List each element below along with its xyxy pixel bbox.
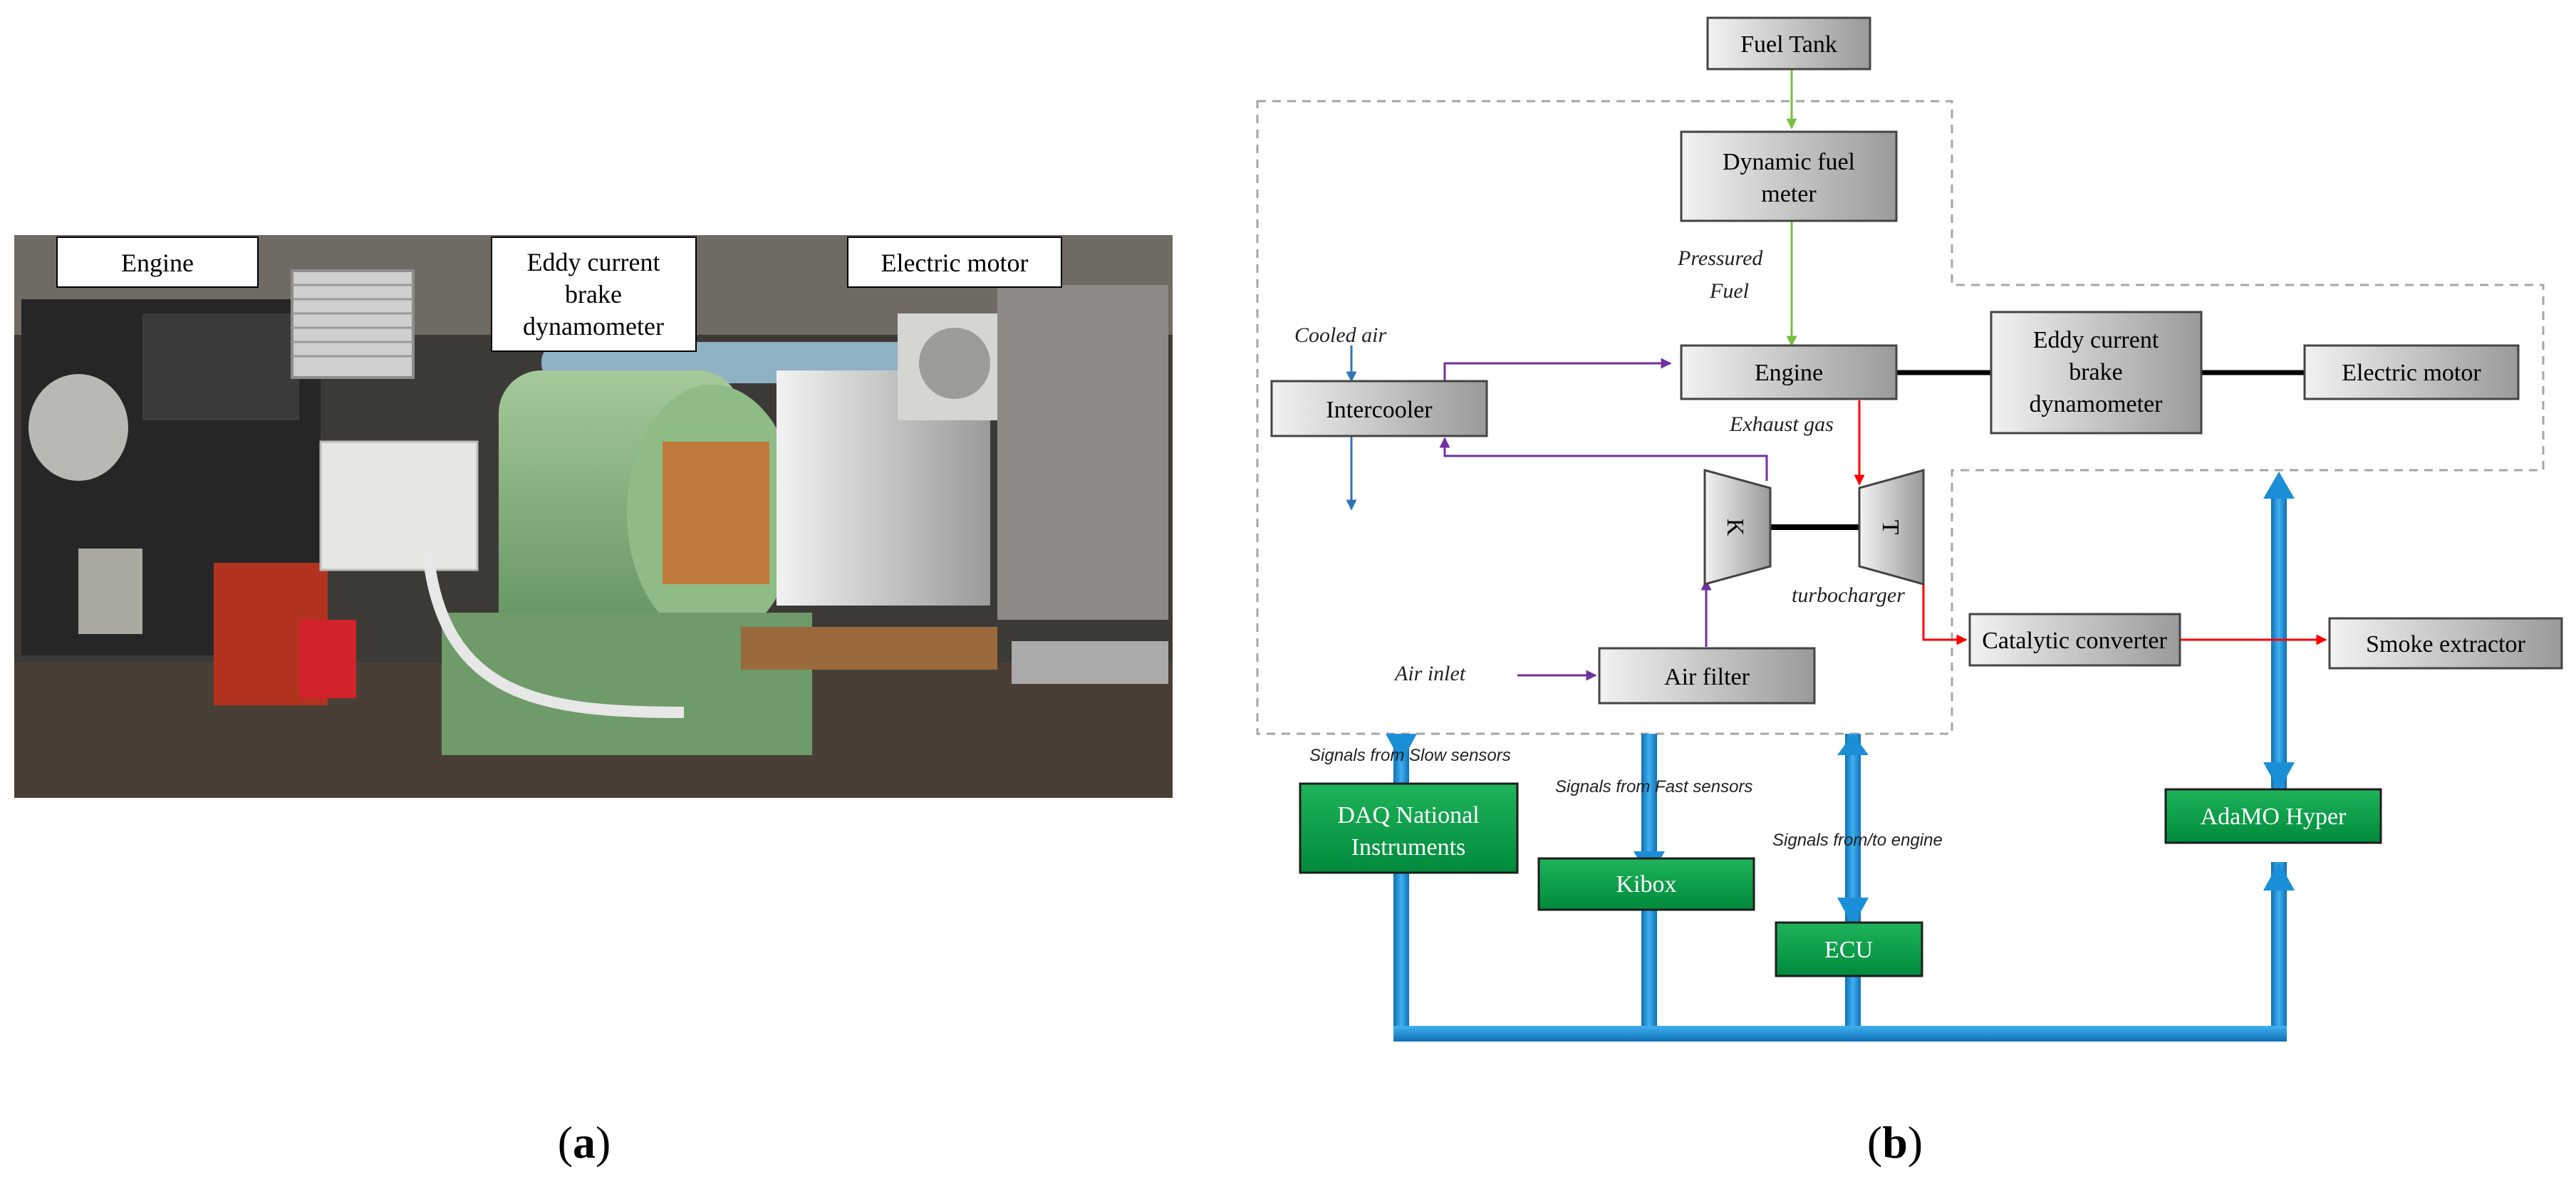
- bus-arrow-ecu-down: [1837, 898, 1869, 926]
- air-inlet-label: Air inlet: [1393, 662, 1466, 685]
- cooled-air-label: Cooled air: [1294, 323, 1386, 347]
- dyno-label-line2: brake: [2069, 359, 2123, 385]
- smoke-extractor-label: Smoke extractor: [2366, 631, 2525, 658]
- coupling-shape: [663, 442, 769, 584]
- motor-fan-cover-shape: [919, 328, 990, 399]
- dyno-label-line1: Eddy current: [2033, 327, 2159, 353]
- signals-slow-label: Signals from Slow sensors: [1309, 746, 1511, 765]
- air-filter-label: Air filter: [1664, 664, 1750, 690]
- panel-b-diagram: Fuel Tank Dynamic fuel meter Engine Eddy…: [1256, 16, 2563, 1042]
- alternator-shape: [28, 374, 128, 481]
- bus-arrow-adamo: [2263, 862, 2295, 890]
- photo-label-dyno-line3: dynamometer: [523, 312, 664, 341]
- box-daq: DAQ National Instruments: [1299, 782, 1519, 874]
- junction-box-shape: [319, 440, 479, 571]
- signals-engine-label: Signals from/to engine: [1772, 831, 1943, 850]
- box-air-filter: Air filter: [1598, 647, 1816, 705]
- compressor-to-intercooler-line: [1439, 437, 1768, 481]
- daq-label-line2: Instruments: [1351, 834, 1466, 861]
- fuel-tank-label: Fuel Tank: [1740, 31, 1837, 58]
- caption-a: (a): [558, 1117, 611, 1168]
- exhaust-gas-label: Exhaust gas: [1729, 412, 1834, 436]
- motor-ducting-shape: [997, 285, 1168, 620]
- bus-arrow-adamo-up: [2263, 472, 2295, 499]
- intercooler-fins: [292, 284, 413, 358]
- dyno-label-line3: dynamometer: [2030, 391, 2164, 417]
- ecu-label: ECU: [1824, 937, 1873, 963]
- red-part-shape: [299, 620, 356, 698]
- bus-arrow-ecu-up: [1837, 734, 1869, 755]
- caption-b: (b): [1867, 1117, 1923, 1168]
- intercooler-to-engine-line: [1443, 358, 1672, 381]
- photo-label-engine: Engine: [121, 249, 194, 277]
- turbine-label: T: [1877, 520, 1904, 535]
- compressor-shape: K: [1703, 469, 1772, 586]
- box-dynamometer: Eddy current brake dynamometer: [1990, 311, 2203, 435]
- box-catalytic-converter: Catalytic converter: [1968, 613, 2181, 667]
- catalytic-converter-label: Catalytic converter: [1982, 628, 2167, 654]
- photo-label-electric-motor: Electric motor: [881, 249, 1029, 277]
- intercooler-photo-shape: [291, 269, 415, 379]
- box-dynamic-fuel-meter: Dynamic fuel meter: [1680, 130, 1898, 222]
- engine-component-shape: [78, 549, 142, 634]
- turbine-shape: T: [1858, 469, 1925, 586]
- pipe-shape: [741, 627, 997, 670]
- bus-daq-vertical: [1393, 734, 1409, 1039]
- photo-label-dyno-line1: Eddy current: [527, 248, 660, 276]
- fuel-meter-label-line2: meter: [1761, 181, 1817, 207]
- photo-label-dyno-line2: brake: [565, 280, 622, 308]
- box-ecu: ECU: [1775, 921, 1923, 977]
- pipe-right-shape: [1012, 641, 1168, 684]
- intake-manifold-shape: [142, 313, 299, 420]
- compressor-label: K: [1722, 519, 1748, 536]
- daq-label-line1: DAQ National: [1337, 802, 1479, 829]
- box-engine: Engine: [1680, 344, 1898, 400]
- bus-adamo-upper: [2271, 499, 2287, 791]
- electric-motor-label: Electric motor: [2342, 360, 2481, 386]
- kibox-label: Kibox: [1616, 871, 1677, 898]
- test-cell-boundary: [1256, 100, 2545, 735]
- turbine-to-catalyst-line: [1922, 581, 1968, 645]
- intercooler-label: Intercooler: [1326, 397, 1433, 423]
- adamo-label: AdaMO Hyper: [2201, 804, 2347, 830]
- photo-label-motor-box: [847, 237, 1062, 288]
- box-adamo-hyper: AdaMO Hyper: [2164, 788, 2382, 844]
- box-electric-motor: Electric motor: [2303, 344, 2520, 400]
- box-fuel-tank: Fuel Tank: [1706, 16, 1871, 71]
- box-intercooler: Intercooler: [1270, 380, 1488, 437]
- panel-a-photo: Engine Eddy current brake dynamometer El…: [14, 235, 1173, 798]
- bus-arrow-adamo-down: [2263, 762, 2295, 791]
- bus-horizontal: [1393, 1026, 2287, 1042]
- photo-label-engine-box: [56, 237, 259, 288]
- turbocharger-label: turbocharger: [1792, 583, 1905, 607]
- photo-label-dyno-box: [491, 237, 697, 352]
- engine-label: Engine: [1755, 360, 1823, 386]
- fuel-meter-label-line1: Dynamic fuel: [1723, 149, 1855, 175]
- pressured-label: Pressured: [1677, 246, 1763, 270]
- bus-ecu-upper: [1845, 755, 1861, 926]
- signals-fast-label: Signals from Fast sensors: [1555, 777, 1752, 796]
- bus-arrow-daq: [1386, 734, 1417, 762]
- cable-shape: [422, 548, 685, 718]
- bus-adamo-vertical: [2271, 862, 2287, 1039]
- box-smoke-extractor: Smoke extractor: [2328, 617, 2563, 670]
- signal-bus: [1386, 472, 2295, 1042]
- box-kibox: Kibox: [1537, 857, 1755, 911]
- fuel-label: Fuel: [1709, 279, 1749, 303]
